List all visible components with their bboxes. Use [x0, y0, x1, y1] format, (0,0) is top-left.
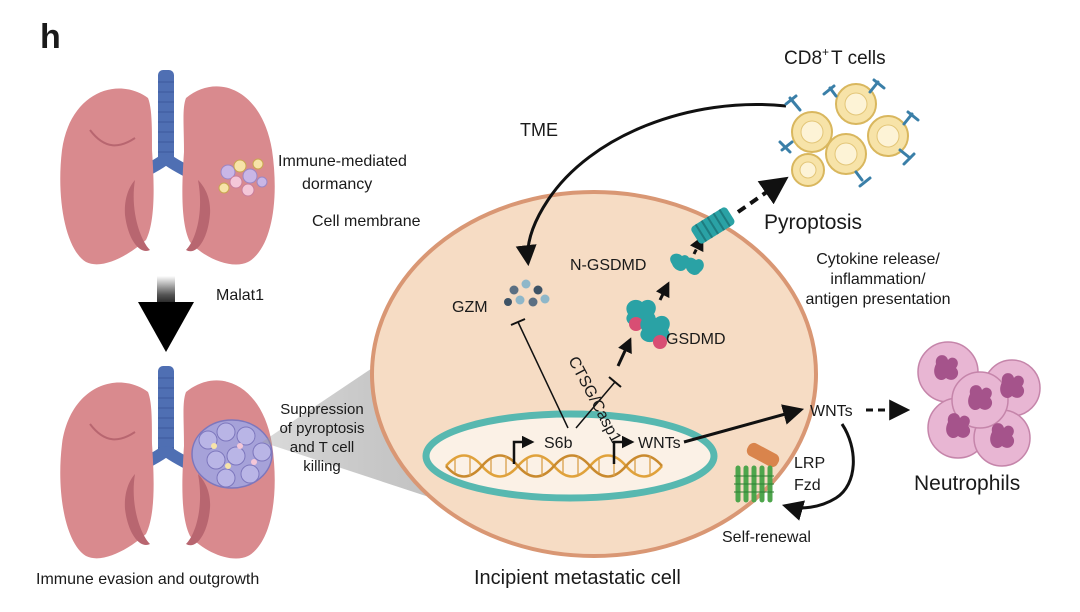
neutrophil-cluster [917, 341, 1041, 467]
self-renewal-arrow [781, 423, 855, 521]
wnts-nucleus-label: WNTs [638, 435, 681, 452]
incipient-cell-label: Incipient metastatic cell [474, 567, 681, 589]
svg-text:Suppression: Suppression [280, 401, 363, 418]
cytokine-release-label: Cytokine release/ inflammation/ antigen … [806, 251, 951, 308]
dormant-cell-cluster [218, 158, 268, 197]
ngsdmd-to-pore-arrow [689, 235, 704, 255]
gsdmd-label: GSDMD [666, 331, 726, 348]
malat1-arrow-head [138, 302, 194, 352]
svg-text:Cytokine release/: Cytokine release/ [816, 251, 940, 268]
svg-text:killing: killing [303, 458, 341, 475]
svg-text:of pyroptosis: of pyroptosis [279, 420, 364, 437]
gsdmd-molecules [626, 299, 670, 349]
gsdmd-membrane-pore [691, 207, 735, 244]
svg-text:and T cell: and T cell [290, 439, 355, 456]
gsdmd-to-ngsdmd-arrow [655, 281, 670, 301]
neutrophils-label: Neutrophils [914, 472, 1020, 495]
svg-text:antigen presentation: antigen presentation [806, 291, 951, 308]
wnts-secretion-arrow [683, 404, 805, 444]
wnts-out-label: WNTs [810, 403, 853, 420]
dna-helix [445, 454, 663, 478]
ctsg-to-gsdmd-arrow [616, 337, 632, 367]
lungs-top-illustration [60, 70, 275, 265]
svg-text:inflammation/: inflammation/ [830, 271, 926, 288]
n-gsdmd-fragments [670, 253, 704, 275]
cd8-t-cells-label: CD8+T cells [784, 45, 886, 69]
immune-evasion-label: Immune evasion and outgrowth [36, 571, 259, 588]
lungs-bottom-illustration [60, 366, 275, 559]
suppression-label: Suppression of pyroptosis and T cell kil… [279, 401, 364, 475]
s6b-inhibits-ctsg [575, 381, 616, 429]
panel-letter: h [40, 18, 61, 56]
pore-to-tcells-arrow [736, 176, 789, 214]
s6b-inhibits-gzm [517, 321, 569, 429]
malat1-label: Malat1 [216, 287, 264, 304]
gzm-granules [504, 279, 550, 307]
gzm-inhibition-bar [510, 318, 526, 326]
tme-label: TME [520, 120, 558, 140]
tumor-cell-cluster [191, 419, 273, 489]
immune-dormancy-label-2: dormancy [302, 176, 372, 193]
tme-granzyme-arrow [515, 103, 787, 267]
incipient-metastatic-cell [370, 190, 818, 558]
cd8-t-cell-cluster [778, 78, 920, 188]
immune-dormancy-label-1: Immune-mediated [278, 153, 407, 170]
gzm-label: GZM [452, 299, 488, 316]
self-renewal-label: Self-renewal [722, 529, 811, 546]
lrp-label: LRP [794, 455, 825, 472]
fzd-label: Fzd [794, 477, 821, 494]
s6b-promoter-arrow [512, 435, 535, 464]
n-gsdmd-label: N-GSDMD [570, 257, 646, 274]
malat1-arrow-shaft [157, 276, 175, 310]
ctsg-inhibition-bar [608, 376, 622, 388]
cell-membrane-label: Cell membrane [312, 213, 421, 230]
s6b-label: S6b [544, 435, 573, 452]
lrp-fzd-receptor [734, 442, 780, 503]
wnts-promoter-arrow [612, 435, 635, 464]
pyroptosis-label: Pyroptosis [764, 211, 862, 234]
